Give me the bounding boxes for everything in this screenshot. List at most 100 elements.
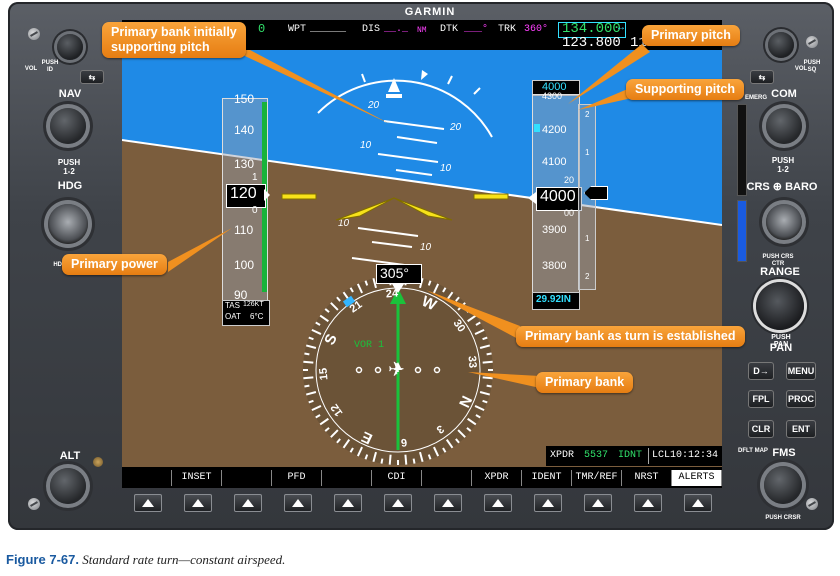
hsi-tick bbox=[475, 414, 481, 419]
callout-primary-bank: Primary bank bbox=[536, 372, 634, 393]
hsi-tick bbox=[364, 280, 369, 286]
altitude-roll-digit-lower: 00 bbox=[564, 208, 575, 218]
softkey-label: PFD bbox=[272, 470, 322, 486]
softkey-button[interactable] bbox=[684, 494, 712, 512]
range-knob[interactable] bbox=[756, 282, 804, 330]
altitude-tick-4200: 4200 bbox=[542, 124, 567, 136]
softkey-button[interactable] bbox=[484, 494, 512, 512]
screw-icon bbox=[28, 28, 40, 40]
hsi-tick bbox=[412, 458, 416, 464]
figure-caption: Figure 7-67. Standard rate turn—constant… bbox=[6, 552, 285, 568]
heading-box bbox=[376, 264, 422, 284]
xpdr-divider bbox=[648, 448, 649, 464]
callout-primary-power: Primary power bbox=[62, 254, 167, 275]
crs-baro-knob[interactable] bbox=[766, 204, 802, 240]
hdg-knob[interactable] bbox=[48, 204, 88, 244]
hsi-tick bbox=[319, 314, 329, 323]
hsi-tick bbox=[380, 458, 384, 464]
vor-label: VOR 1 bbox=[354, 340, 385, 351]
vsi-tick-1-down: 1 bbox=[585, 234, 590, 243]
softkey-button[interactable] bbox=[184, 494, 212, 512]
vsi-tick-1-up: 1 bbox=[585, 148, 590, 157]
callout-primary-bank-established: Primary bank as turn is established bbox=[516, 326, 745, 347]
direct-to-button[interactable]: D→ bbox=[748, 362, 774, 380]
com-active-box[interactable] bbox=[558, 22, 626, 38]
hsi-tick bbox=[349, 447, 354, 453]
altitude-readout bbox=[536, 187, 582, 211]
softkey-button[interactable] bbox=[234, 494, 262, 512]
heading-value: 305° bbox=[380, 265, 409, 281]
hsi-tick bbox=[427, 280, 432, 286]
com-swap-button[interactable]: ⇆ bbox=[750, 70, 774, 84]
hsi-tick bbox=[433, 283, 440, 294]
softkey-button[interactable] bbox=[534, 494, 562, 512]
callout-primary-bank-initial: Primary bank initially supporting pitch bbox=[102, 22, 246, 58]
hsi-tick bbox=[442, 287, 447, 293]
xpdr-label: XPDR bbox=[550, 450, 575, 461]
dflt-map-label: DFLT MAP bbox=[738, 448, 768, 454]
softkey-button[interactable] bbox=[284, 494, 312, 512]
menu-button[interactable]: MENU bbox=[786, 362, 816, 380]
airspeed-roll-digit-upper: 1 bbox=[252, 172, 258, 183]
clr-button[interactable]: CLR bbox=[748, 420, 774, 438]
dis-label: DIS bbox=[362, 24, 381, 35]
airspeed-tick-140: 140 bbox=[234, 123, 255, 137]
altitude-tick-4300: 4300 bbox=[542, 91, 563, 101]
pitch-mark-20-left: 20 bbox=[368, 100, 380, 111]
hsi-tick bbox=[330, 302, 339, 311]
proc-button[interactable]: PROC bbox=[786, 390, 816, 408]
hsi-tick bbox=[482, 376, 493, 380]
softkey-button[interactable] bbox=[434, 494, 462, 512]
altitude-bug-icon bbox=[534, 124, 540, 132]
airspeed-roll-digit-lower: 0 bbox=[252, 205, 258, 216]
com-swap-icon: ↔ bbox=[618, 23, 625, 34]
softkey-bar bbox=[122, 467, 722, 488]
trk-value: 360° bbox=[524, 24, 549, 35]
hsi-tick bbox=[442, 447, 447, 453]
hsi-tick bbox=[336, 438, 341, 444]
softkey-button[interactable] bbox=[634, 494, 662, 512]
softkey-label: TMR/REF bbox=[572, 470, 622, 486]
altitude-value: 4000 bbox=[540, 188, 576, 205]
hsi-tick bbox=[482, 336, 488, 341]
hsi-tick bbox=[445, 439, 454, 449]
vol-label: VOL bbox=[24, 66, 38, 72]
com-knob[interactable] bbox=[766, 108, 802, 144]
hsi-tick bbox=[330, 429, 339, 438]
com-volume-knob[interactable] bbox=[768, 32, 794, 58]
nav-label: NAV bbox=[58, 88, 82, 100]
push-crs-ctr-label: PUSH CRS CTR bbox=[762, 254, 794, 267]
garmin-logo: GARMIN bbox=[404, 6, 456, 18]
card-slot bbox=[737, 200, 747, 262]
up-arrow-icon bbox=[592, 499, 604, 507]
alt-knob[interactable] bbox=[50, 468, 86, 504]
up-arrow-icon bbox=[292, 499, 304, 507]
nav-volume-knob[interactable] bbox=[57, 34, 83, 60]
vsi-pointer-icon bbox=[584, 186, 608, 200]
softkey-label bbox=[322, 470, 372, 486]
up-arrow-icon bbox=[492, 499, 504, 507]
xpdr-bar bbox=[546, 446, 722, 466]
softkey-button[interactable] bbox=[584, 494, 612, 512]
hsi-tick bbox=[303, 360, 314, 364]
hsi-tick bbox=[455, 296, 460, 302]
ent-button[interactable]: ENT bbox=[786, 420, 816, 438]
tas-value: 126KT bbox=[243, 301, 264, 308]
hsi-tick bbox=[466, 427, 472, 432]
nav-knob[interactable] bbox=[50, 108, 86, 144]
altitude-roll-digit-upper: 20 bbox=[564, 175, 575, 185]
softkey-button[interactable] bbox=[134, 494, 162, 512]
hsi-tick bbox=[304, 384, 310, 388]
hsi-tick bbox=[388, 454, 392, 465]
softkey-button[interactable] bbox=[384, 494, 412, 512]
hsi-tick bbox=[311, 405, 322, 412]
nav-swap-button[interactable]: ⇆ bbox=[80, 70, 104, 84]
fpl-button[interactable]: FPL bbox=[748, 390, 774, 408]
fms-knob[interactable] bbox=[764, 466, 802, 504]
nav-freq: 0 bbox=[258, 22, 266, 36]
dis-unit: NM bbox=[417, 26, 427, 35]
softkey-button[interactable] bbox=[334, 494, 362, 512]
hsi-tick bbox=[305, 344, 317, 349]
push-crsr-label: PUSH CRSR bbox=[765, 515, 801, 521]
